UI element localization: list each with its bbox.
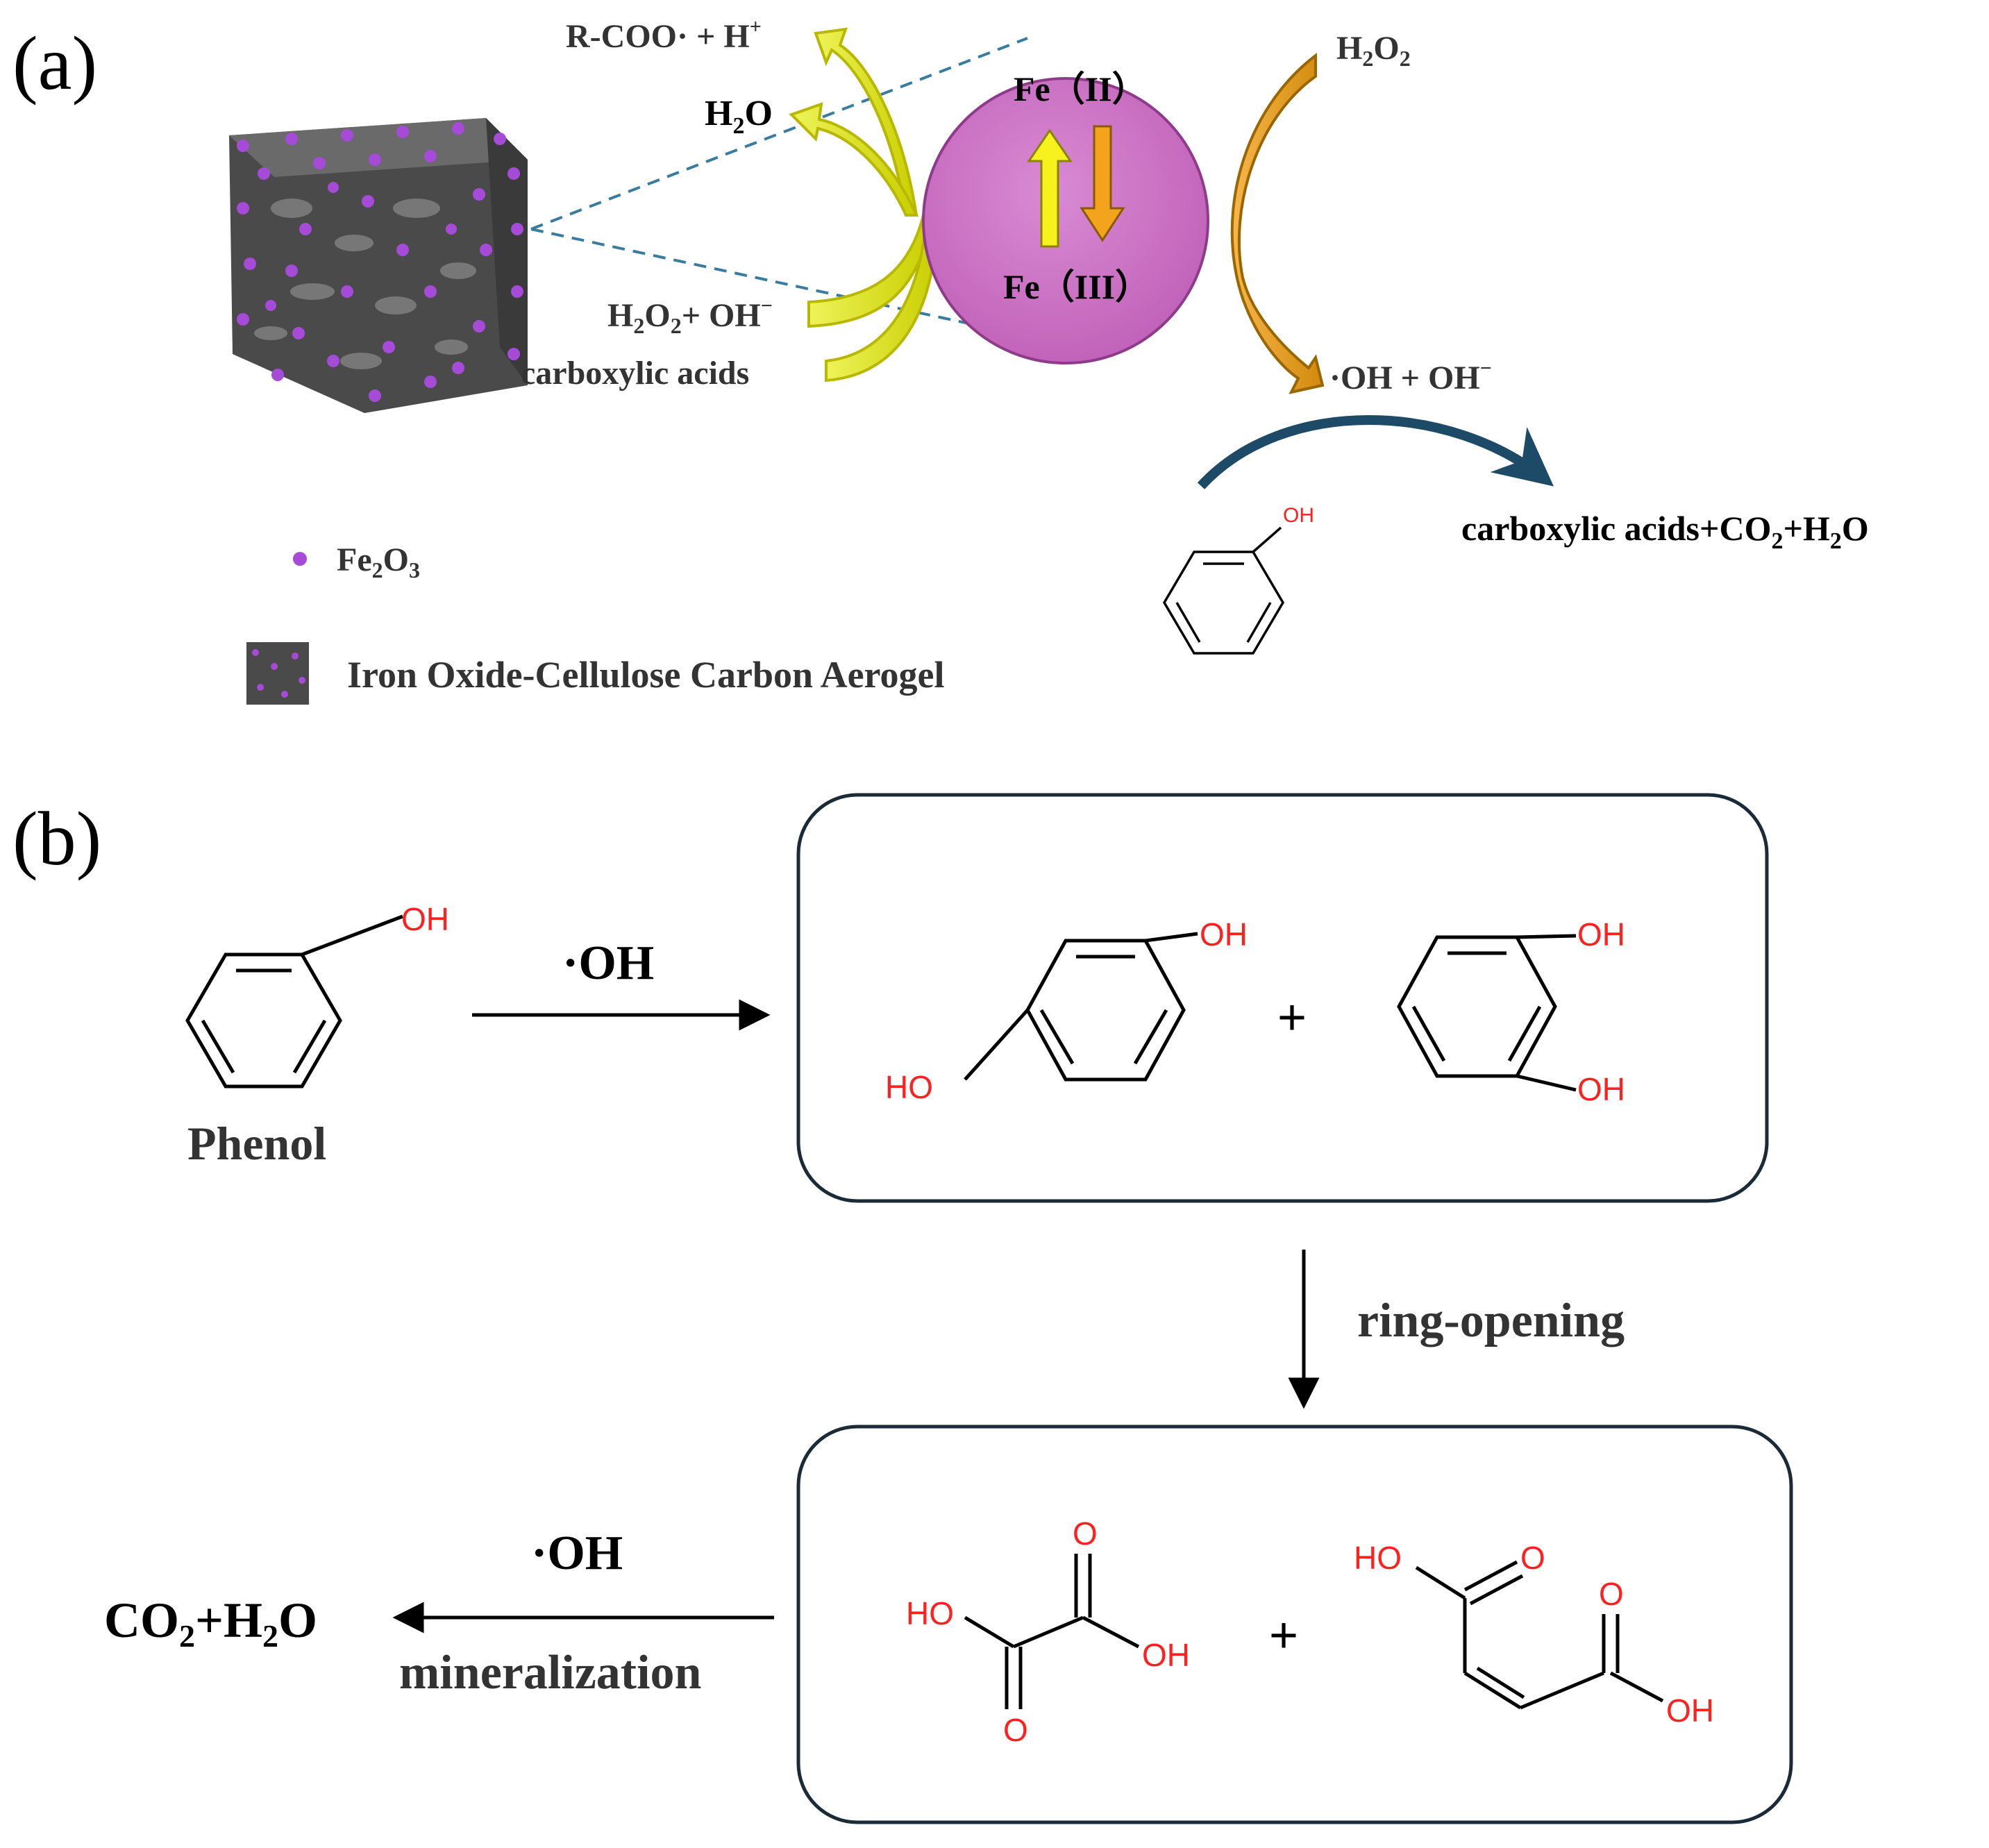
plus-sign-1: +: [1277, 990, 1307, 1045]
arrow2-label: ring-opening: [1357, 1294, 1625, 1347]
fe2o3-legend-dot: [293, 552, 307, 566]
hydroquinone-ho-bottom: HO: [885, 1069, 933, 1105]
oxalic-o-top: O: [1073, 1515, 1098, 1552]
panel-a-label: (a): [12, 21, 97, 106]
oxalic-acid-molecule: [964, 1554, 1140, 1709]
label-h2o2-oh: H2O2+ OH−: [607, 294, 773, 338]
arrow-down-icon: [1080, 125, 1125, 242]
arrow-up-icon: [1027, 128, 1073, 248]
aerogel-cube: [229, 118, 528, 413]
fe-iii-label: Fe（III）: [1003, 267, 1150, 306]
maleic-acid-molecule: [1415, 1560, 1664, 1710]
label-carboxylic-acids-left: carboxylic acids: [521, 355, 749, 392]
maleic-o-right: O: [1599, 1576, 1624, 1612]
oxalic-o-bottom: O: [1003, 1712, 1028, 1748]
plus-sign-2: +: [1269, 1608, 1298, 1663]
phenol-degradation-arrow: [1197, 415, 1554, 489]
catechol-molecule: [1397, 934, 1577, 1092]
arrow1-label: ·OH: [562, 936, 654, 990]
panel-b-label: (b): [12, 796, 101, 881]
maleic-o-top: O: [1520, 1540, 1545, 1576]
oxalic-ho-left: HO: [906, 1595, 954, 1631]
intermediates-box-1: [796, 793, 1769, 1203]
label-oh-radical: ·OH + OH−: [1329, 357, 1492, 396]
label-rcoo: R-COO· + H+: [566, 15, 762, 55]
zoom-line-bottom: [530, 228, 1063, 345]
intermediates-box-2: [796, 1425, 1793, 1824]
maleic-oh-right: OH: [1666, 1692, 1714, 1729]
fe2o3-particles: [237, 122, 523, 402]
phenol-name: Phenol: [187, 1117, 326, 1170]
hydroquinone-oh-top: OH: [1200, 916, 1248, 952]
phenol-molecule-a: [1162, 526, 1285, 655]
legend-aerogel: Iron Oxide-Cellulose Carbon Aerogel: [347, 654, 945, 696]
arrow3-bottom-label: mineralization: [399, 1646, 701, 1699]
yellow-arrows: [789, 27, 939, 383]
catechol-oh-bottom: OH: [1577, 1071, 1625, 1107]
hydroquinone-molecule: [964, 932, 1198, 1082]
phenol-oh-b: OH: [401, 901, 449, 937]
phenol-molecule-b: [185, 914, 403, 1089]
label-h2o2-right: H2O2: [1336, 30, 1411, 71]
phenol-oh-a: OH: [1283, 504, 1314, 527]
label-h2o: H2O: [705, 94, 773, 139]
fe-redox-circle: Fe（II） Fe（III）: [922, 69, 1209, 364]
label-carboxylic-acids-products: carboxylic acids+CO2+H2O: [1461, 509, 1869, 554]
catechol-oh-top: OH: [1577, 916, 1625, 952]
arrow3-top-label: ·OH: [531, 1527, 623, 1580]
aerogel-legend-icon: [246, 642, 309, 705]
fe-ii-label: Fe（II）: [1014, 69, 1147, 108]
oxalic-oh-right: OH: [1142, 1637, 1190, 1673]
final-products: CO2+H2O: [104, 1593, 317, 1654]
maleic-ho-top: HO: [1354, 1540, 1402, 1576]
orange-arrow: [1230, 52, 1325, 394]
legend-fe2o3: Fe2O3: [337, 541, 420, 582]
zoom-line-top: [530, 37, 1028, 230]
